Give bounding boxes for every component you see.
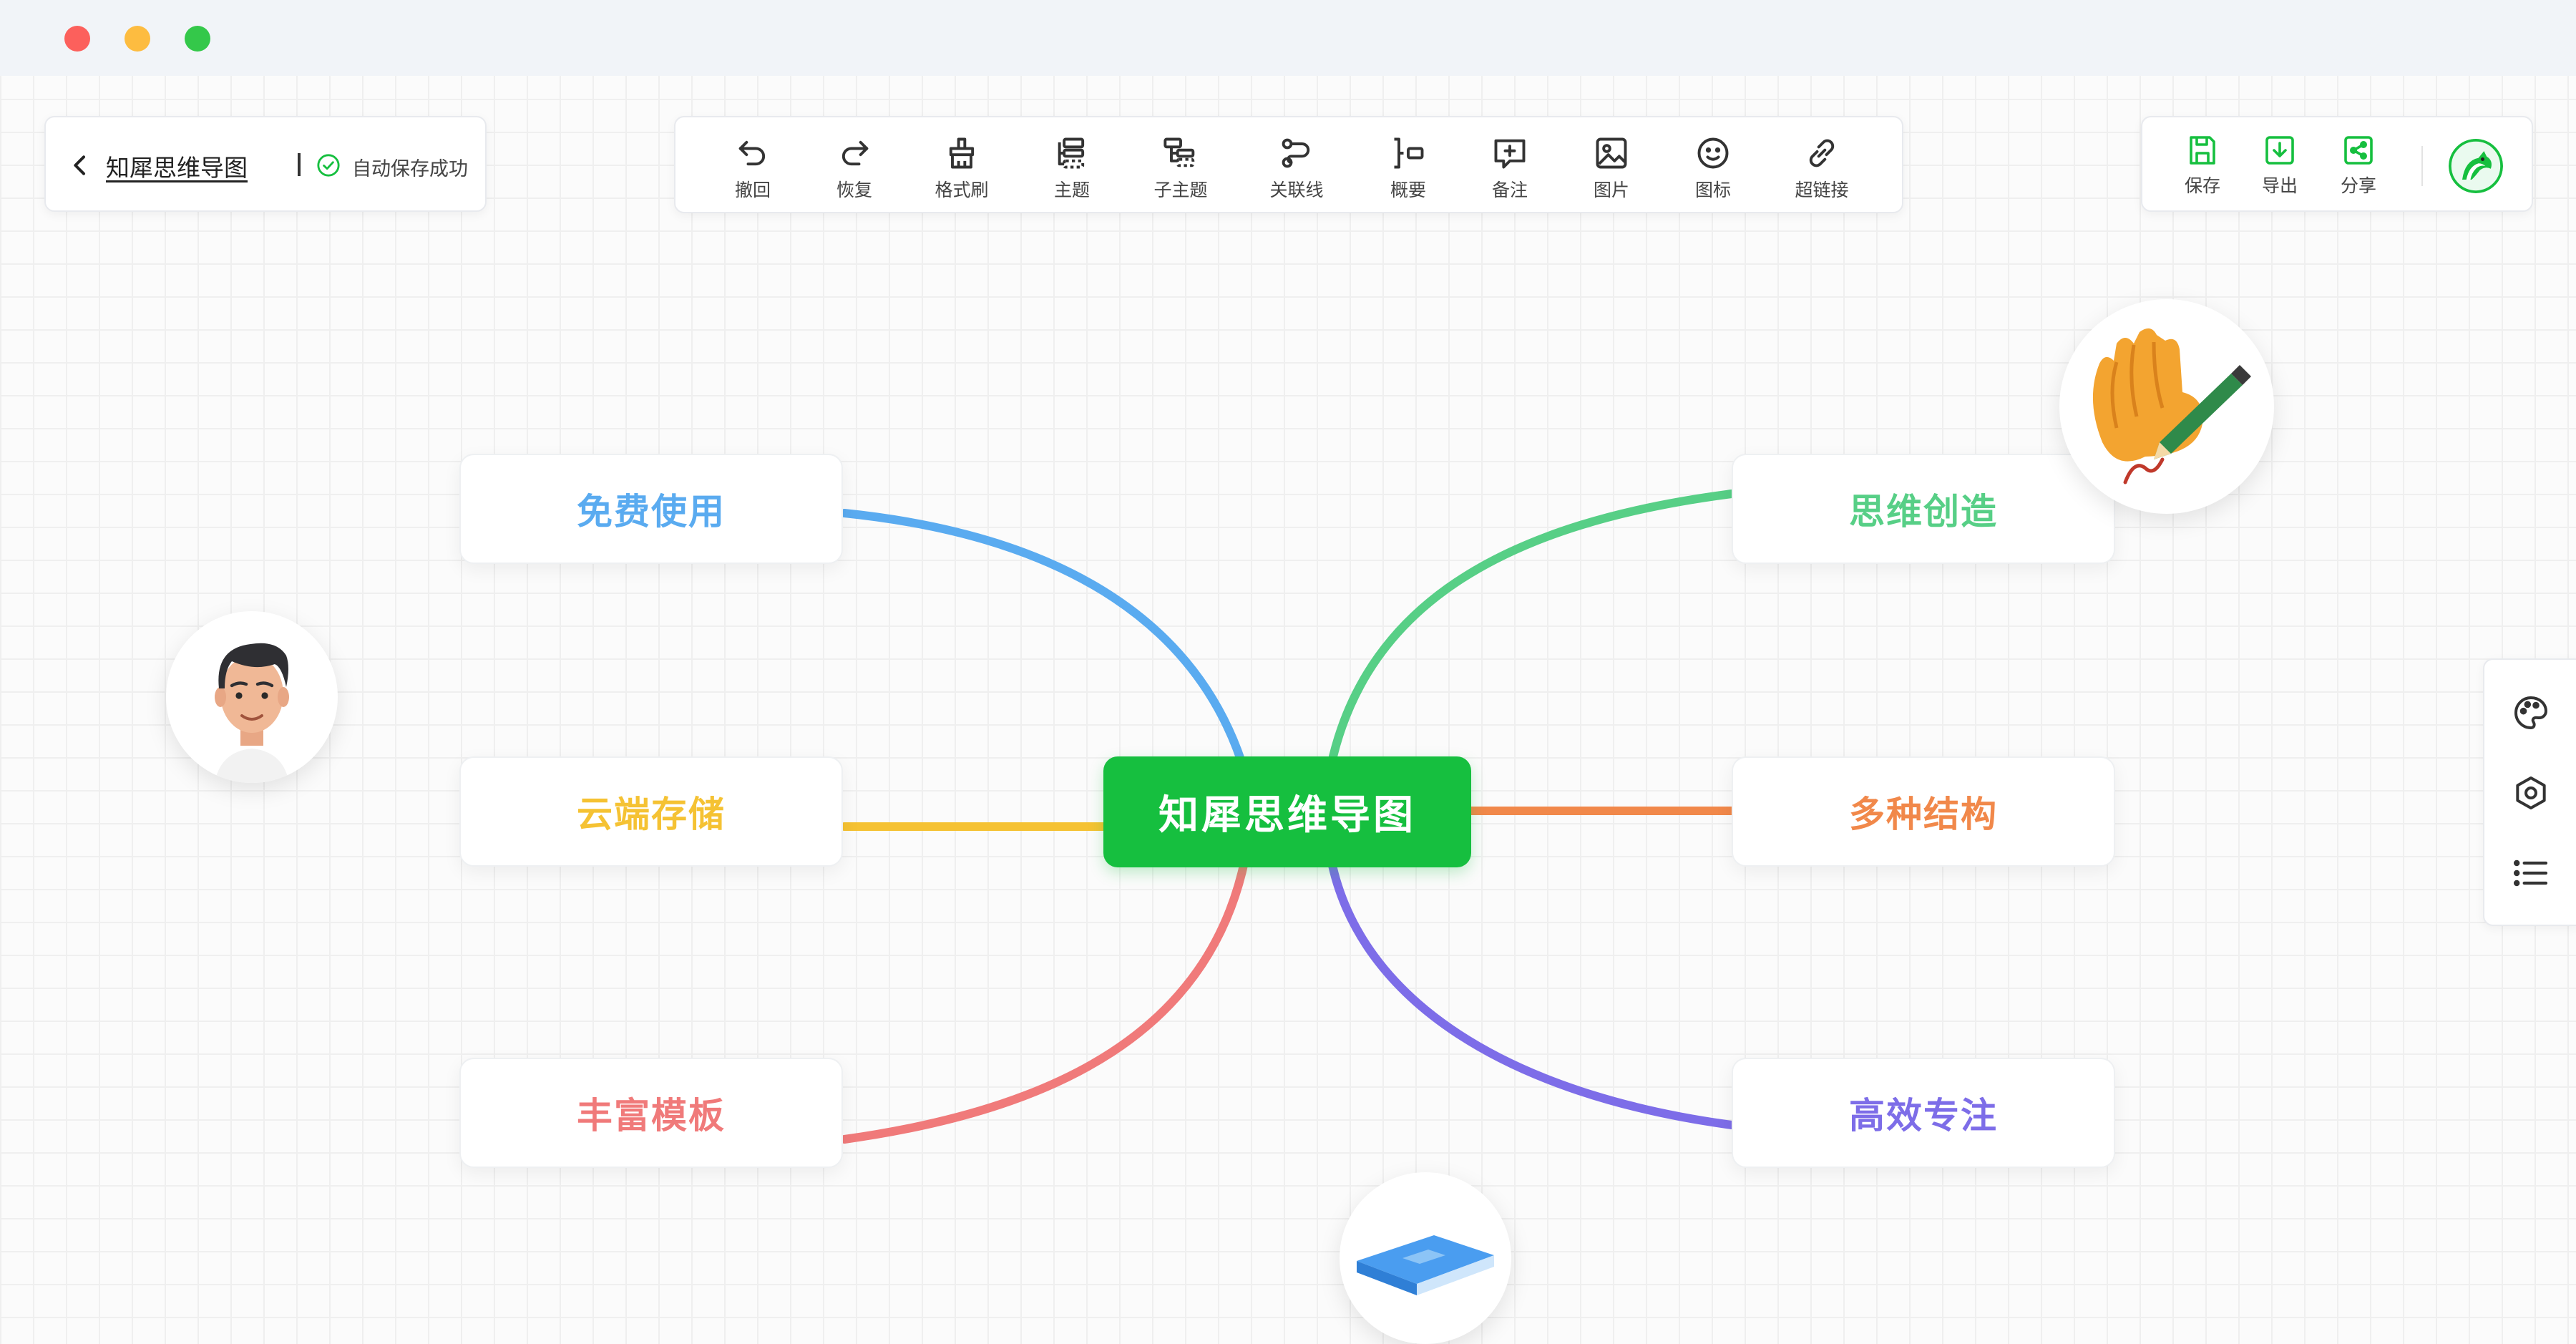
topic-label: 多种结构 [1849,794,1998,835]
man-avatar-illustration [215,643,289,783]
format-brush-label: 格式刷 [935,180,989,200]
save-icon [2190,136,2215,165]
topic-cloud-storage[interactable]: 云端存储 [459,756,843,867]
writing-hand-illustration [2092,328,2251,484]
book-sticker [1340,1172,1511,1344]
image-label: 图片 [1593,180,1629,200]
emoji-icon [1697,137,1729,169]
topic-label: 高效专注 [1849,1095,1998,1136]
connector-free-use [840,509,1249,777]
note-label: 备注 [1491,180,1528,200]
share-label: 分享 [2340,175,2376,196]
relation-line-button[interactable]: 关联线 [1254,129,1340,203]
share-icon [2344,136,2373,165]
note-icon [1494,139,1526,169]
topic-templates[interactable]: 丰富模板 [459,1058,843,1168]
subtopic-button[interactable]: 子主题 [1138,129,1224,203]
main-toolbar: 撤回 恢复 格式刷 主题 子主题 关联线 概要 备注 图片 图标 超链接 [674,116,1903,213]
connector-thinking [1327,490,1736,770]
back-arrow-icon[interactable] [66,151,94,180]
link-button[interactable]: 超链接 [1779,129,1865,203]
summary-button[interactable]: 概要 [1365,129,1451,203]
emoji-button[interactable]: 图标 [1670,129,1756,203]
topic-structures[interactable]: 多种结构 [1732,756,2115,867]
format-brush-icon [949,137,975,169]
save-button[interactable]: 保存 [2167,129,2238,203]
topic-thinking[interactable]: 思维创造 [1732,454,2115,564]
summary-icon [1394,137,1424,169]
subtopic-label: 子主题 [1153,180,1208,200]
window-titlebar [0,0,2576,76]
redo-icon [841,140,869,166]
undo-label: 撤回 [734,180,771,200]
connector-focus [1327,854,1736,1129]
document-panel: 知犀思维导图 自动保存成功 [44,116,487,212]
maximize-window-button[interactable] [185,26,210,52]
autosave-status: 自动保存成功 [352,158,468,180]
side-toolbar [2483,658,2576,926]
export-label: 导出 [2261,175,2298,196]
topic-icon [1058,137,1085,169]
document-title[interactable]: 知犀思维导图 [106,154,248,182]
root-topic[interactable]: 知犀思维导图 [1103,756,1471,867]
avatar-sticker [166,611,338,783]
topic-free-use[interactable]: 免费使用 [459,454,843,564]
topic-label: 云端存储 [577,794,726,835]
emoji-label: 图标 [1694,180,1731,200]
undo-icon [738,140,766,166]
topic-focus[interactable]: 高效专注 [1732,1058,2115,1168]
topic-button[interactable]: 主题 [1029,129,1115,203]
relation-line-icon [1282,138,1310,168]
image-button[interactable]: 图片 [1568,129,1654,203]
format-brush-button[interactable]: 格式刷 [919,129,1005,203]
check-circle-icon [317,154,340,177]
writing-hand-sticker [2059,299,2274,514]
outline-icon[interactable] [2511,853,2551,893]
undo-button[interactable]: 撤回 [710,129,796,203]
topic-label: 免费使用 [577,491,726,532]
action-panel: 保存 导出 分享 [2141,116,2533,212]
export-button[interactable]: 导出 [2244,129,2316,203]
mindmap-connectors [840,490,1736,1144]
topic-label: 丰富模板 [577,1095,726,1136]
link-icon [1809,139,1835,167]
save-label: 保存 [2184,175,2220,196]
structure-icon[interactable] [2511,773,2551,813]
book-illustration [1357,1235,1494,1295]
relation-line-label: 关联线 [1269,180,1324,200]
connector-templates [840,854,1249,1144]
image-icon [1596,137,1627,169]
divider [298,153,301,176]
export-icon [2265,136,2294,165]
topic-label: 主题 [1053,180,1090,200]
minimize-window-button[interactable] [125,26,150,52]
redo-label: 恢复 [836,180,872,200]
subtopic-icon [1163,137,1195,167]
note-button[interactable]: 备注 [1467,129,1553,203]
close-window-button[interactable] [64,26,90,52]
divider [2421,146,2423,186]
share-button[interactable]: 分享 [2323,129,2394,203]
topic-label: 思维创造 [1849,491,1998,532]
summary-label: 概要 [1390,180,1426,200]
link-label: 超链接 [1795,180,1849,200]
redo-button[interactable]: 恢复 [811,129,897,203]
palette-icon[interactable] [2511,693,2551,733]
user-avatar[interactable] [2449,139,2503,193]
